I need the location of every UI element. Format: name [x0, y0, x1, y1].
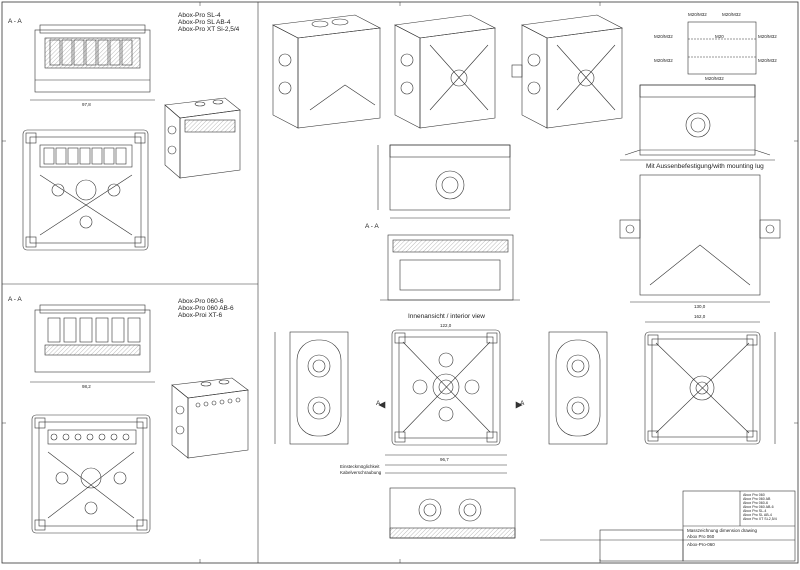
dim-5: 162,0 [694, 314, 706, 319]
tb-name: Masszeichnung dimension drawing [687, 528, 758, 533]
title-block [540, 490, 796, 562]
sl-plan-view [22, 129, 149, 251]
interior-plan-view [385, 329, 507, 474]
tb-row-4: Abox Pro 060 AB-6 [743, 505, 774, 509]
grid-br: M20/M32 [758, 58, 777, 63]
o60-title-3: Abox-Proi XT-6 [178, 312, 223, 319]
section-arrows [378, 401, 523, 409]
sl-section-view [30, 24, 155, 101]
iso-box-lug [511, 14, 623, 129]
tb-part: Abox Pro 060 [687, 534, 715, 539]
o60-plan-view [31, 414, 151, 534]
tb-row-3: Abox Pro 060-6 [743, 501, 768, 505]
inner-view-label: Innenansicht / interior view [408, 313, 485, 320]
section-label-top: A - A [8, 18, 22, 25]
lug-plan-view [644, 321, 776, 445]
o60-title-2: Abox-Pro 060 AB-6 [178, 305, 234, 312]
tb-row-2: Abox Pro 060 AB [743, 497, 771, 501]
view-marker-right: A [520, 400, 525, 407]
o60-title-1: Abox-Pro 060-6 [178, 298, 224, 305]
front-view [377, 144, 511, 219]
right-side-view [548, 331, 608, 445]
sl-title-1: Abox-Pro SL-4 [178, 12, 221, 19]
iso-box-closed [272, 14, 381, 129]
note-label: Einsteckmöglichkeit [340, 464, 380, 469]
lug-large-view [619, 174, 781, 303]
tb-row-1: Abox Pro 060 [743, 493, 765, 497]
grid-bc: M20/M32 [705, 76, 724, 81]
middle-section-view [380, 234, 520, 301]
o60-iso-view [171, 377, 249, 459]
knock-label: Kabelverschraubung [340, 470, 382, 475]
tb-number: Abox-Pro-060 [687, 542, 715, 547]
section-label-mid: A - A [365, 223, 379, 230]
grid-tr: M20/M32 [722, 12, 741, 17]
tb-row-5: Abox Pro SL-4 [743, 509, 767, 513]
sl-title-3: Abox-Pro XT Si-2,5/4 [178, 26, 240, 33]
left-side-view [274, 331, 349, 445]
gland-layout-diagram [687, 21, 757, 75]
dim-2: 98,2 [82, 384, 91, 389]
o60-section-view [30, 304, 155, 383]
tb-row-7: Abox Pro XT Si-2,5/4 [743, 517, 777, 521]
dim-3: 122,0 [440, 323, 452, 328]
grid-mr: M20/M32 [758, 34, 777, 39]
grid-mc: M20 [715, 34, 724, 39]
title-block-text: Abox Pro 060 Abox Pro 060 AB Abox Pro 06… [683, 491, 795, 561]
section-label-bottom: A - A [8, 296, 22, 303]
dim-6: 130,0 [694, 304, 706, 309]
sl-title-2: Abox-Pro SL AB-4 [178, 19, 231, 26]
dim-1: 97,8 [82, 102, 91, 107]
dim-4: 96,7 [440, 457, 449, 462]
lug-front-view [620, 84, 775, 161]
grid-ml: M20/M32 [654, 34, 673, 39]
grid-tl: M20/M32 [688, 12, 707, 17]
bottom-view [389, 487, 516, 539]
mounting-lug-label: Mit Aussenbefestigung/with mounting lug [646, 163, 764, 170]
tb-row-6: Abox Pro SL AB-4 [743, 513, 772, 517]
grid-bl: M20/M32 [654, 58, 673, 63]
iso-box-open [394, 14, 496, 129]
view-marker-left: A [376, 400, 381, 407]
sl-iso-view [164, 97, 241, 179]
